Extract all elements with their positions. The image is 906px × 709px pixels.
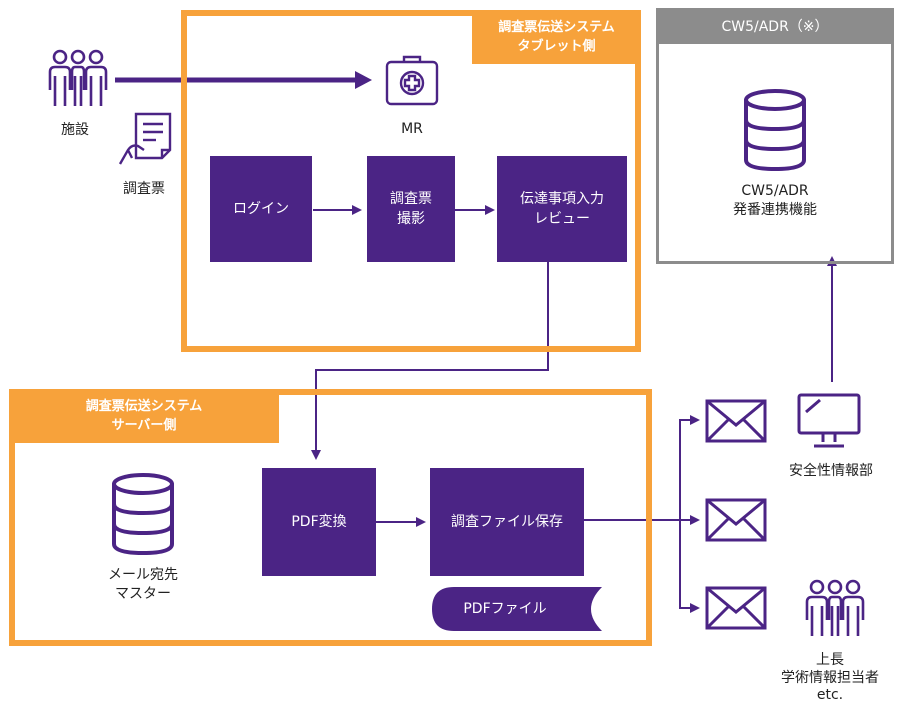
mail-master-database-icon [110, 472, 176, 560]
pdf-convert-step: PDF変換 [262, 468, 376, 576]
arrow-review-to-pdf [311, 262, 549, 460]
tablet-system-frame [181, 10, 641, 352]
pdf-file-label: PDFファイル [463, 601, 547, 617]
photo-step: 調査票 撮影 [367, 156, 455, 262]
login-step: ログイン [210, 156, 312, 262]
mail-icon [705, 498, 767, 546]
medical-kit-icon [384, 52, 440, 112]
tablet-system-title: 調査票伝送システム タブレット側 [472, 10, 641, 64]
server-system-title: 調査票伝送システム サーバー側 [9, 389, 279, 443]
recipients-people-icon [802, 578, 868, 648]
survey-form-label: 調査票 [123, 181, 165, 197]
mr-label: MR [401, 121, 423, 137]
save-file-step: 調査ファイル保存 [430, 468, 584, 576]
facility-people-icon [45, 48, 111, 118]
mail-branch [679, 415, 700, 521]
mail-icon [705, 586, 767, 634]
mail-icon [705, 399, 767, 447]
database-icon [742, 88, 808, 176]
document-hand-icon [118, 110, 176, 172]
cw5-adr-header-text: CW5/ADR（※） [721, 19, 829, 35]
cw5-adr-db-label: CW5/ADR 発番連携機能 [733, 183, 817, 218]
review-step: 伝達事項入力 レビュー [497, 156, 627, 262]
pdf-file-icon [432, 587, 602, 635]
facility-label: 施設 [61, 122, 89, 138]
mail-master-label: メール宛先 マスター [108, 567, 178, 602]
cw5-adr-header: CW5/ADR（※） [656, 8, 894, 44]
monitor-icon [796, 392, 862, 454]
server-system-frame [9, 389, 652, 646]
safety-dept-label: 安全性情報部 [789, 463, 873, 479]
recipients-label: 上長 学術情報担当者 etc. [781, 652, 879, 703]
